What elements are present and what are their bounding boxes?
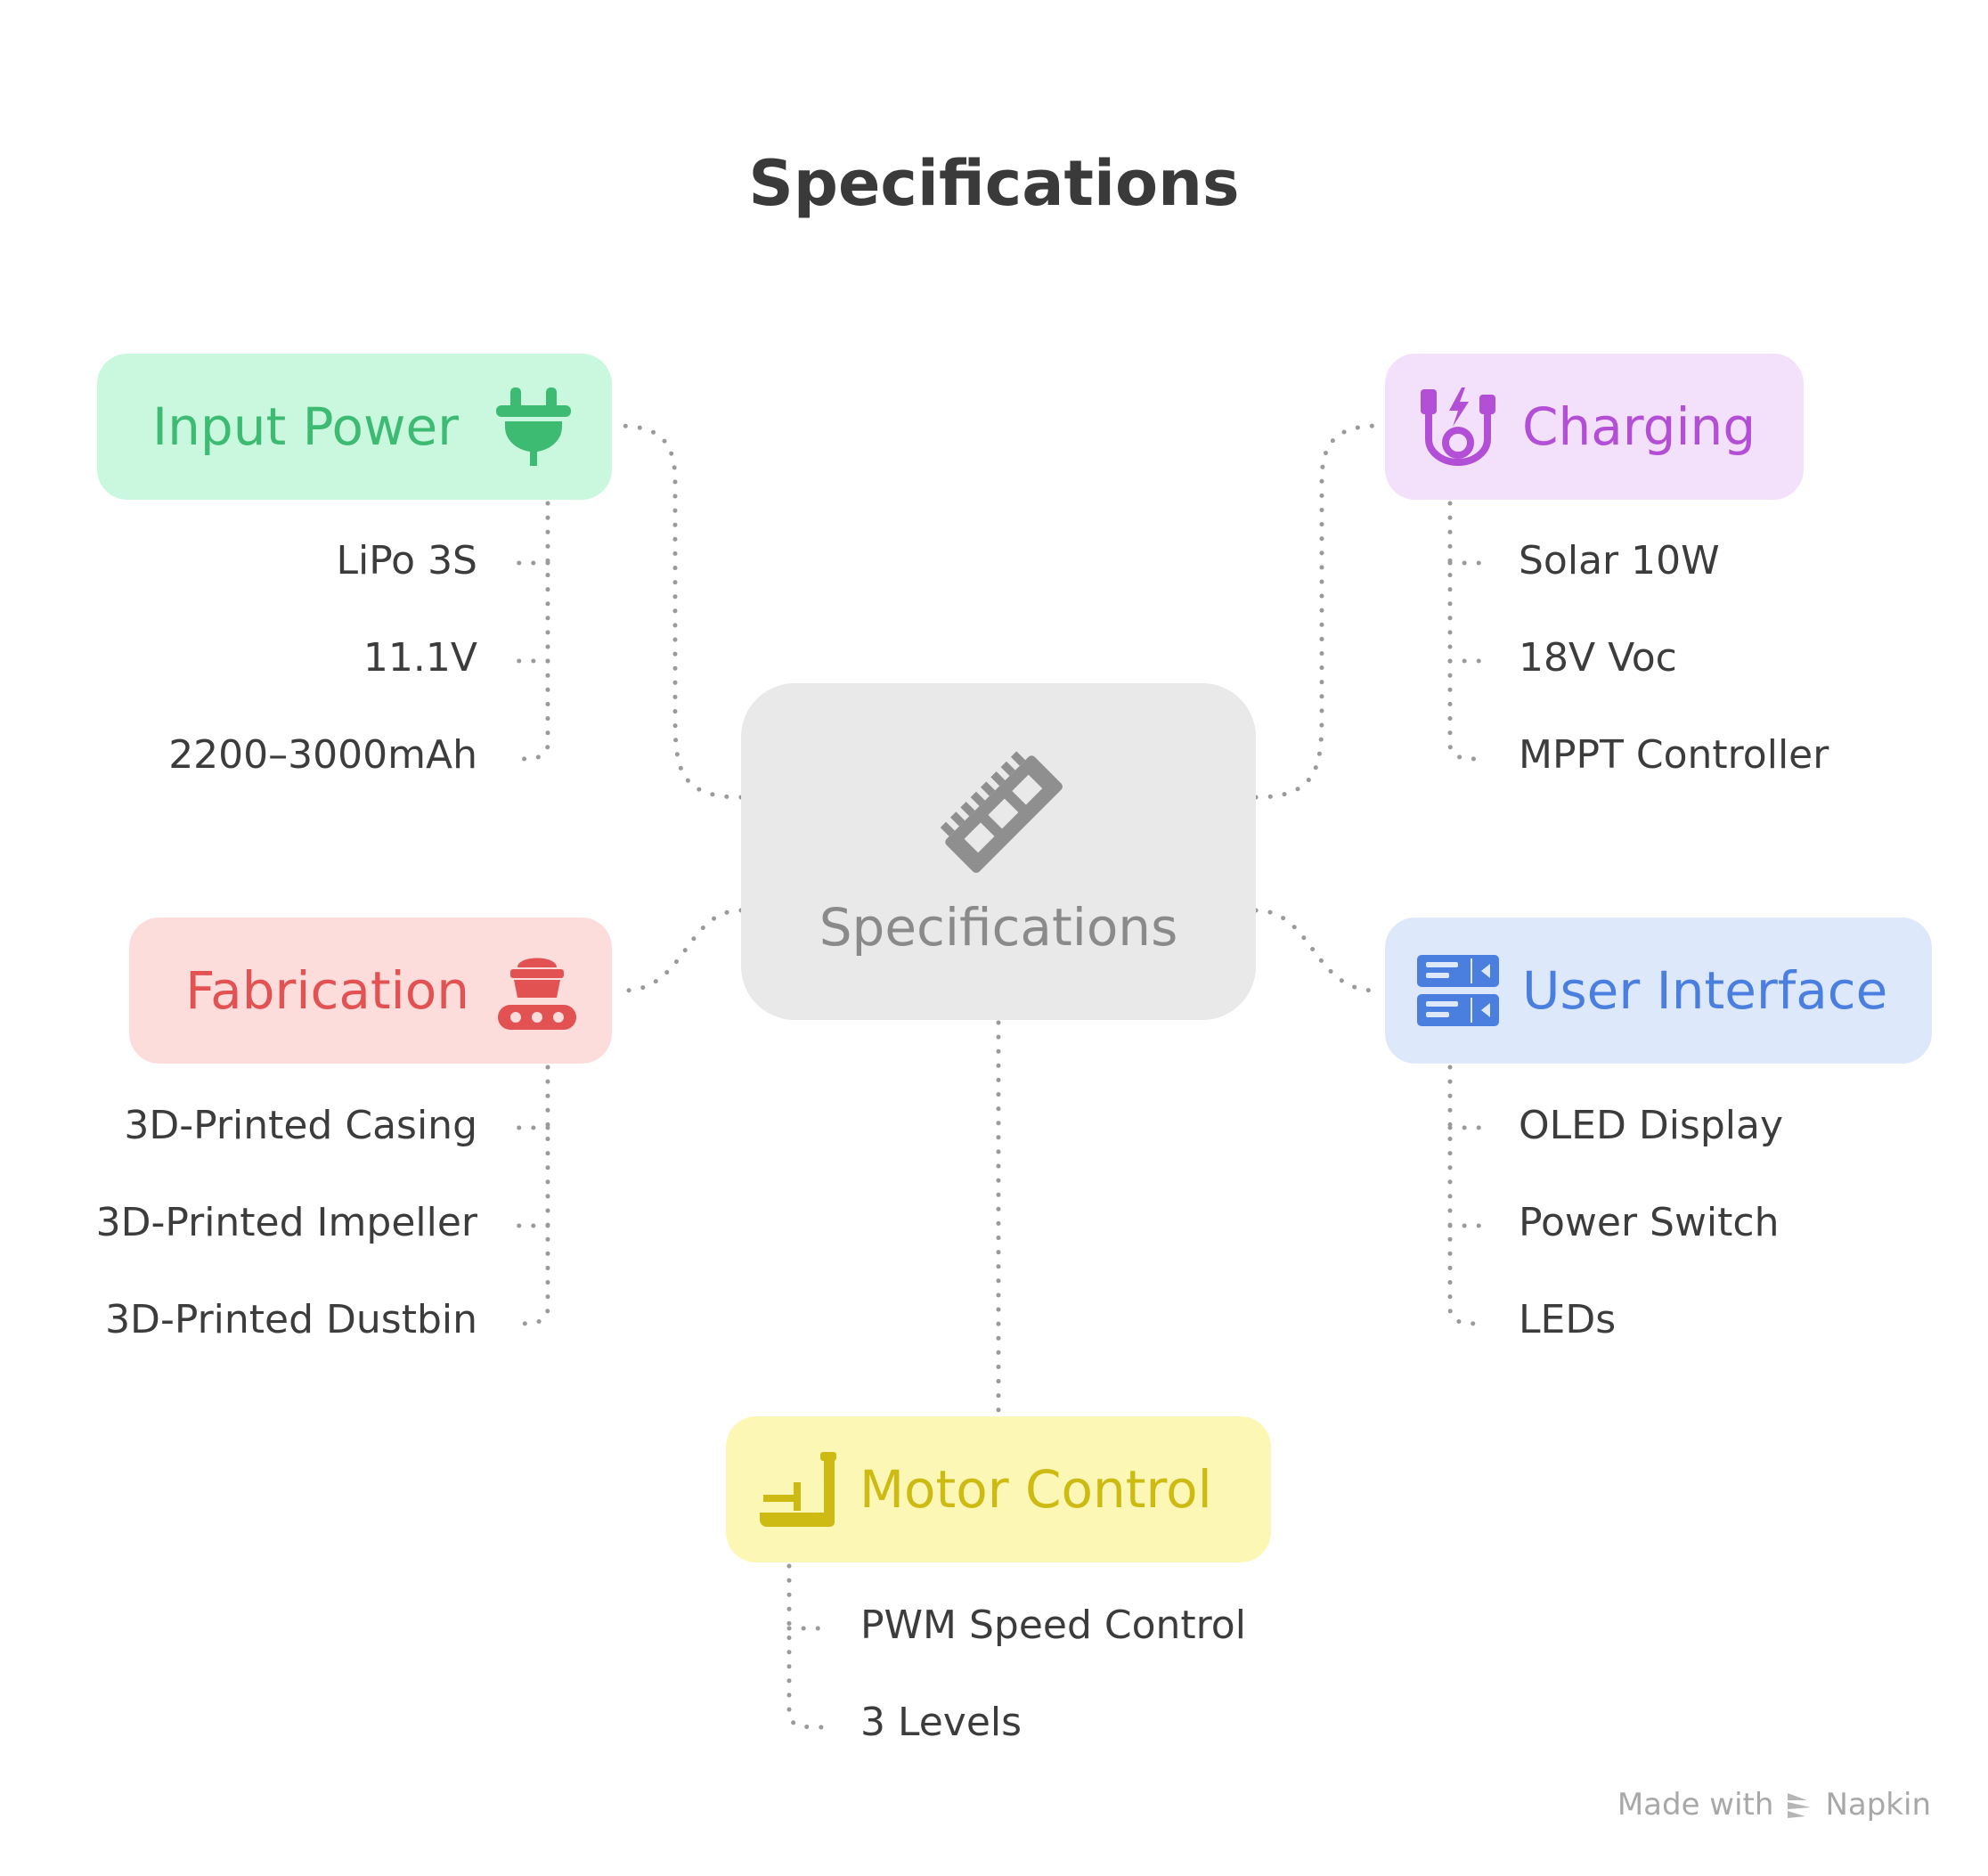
input-power-item: 2200–3000mAh xyxy=(168,732,477,778)
fabrication-label: Fabrication xyxy=(185,960,469,1021)
category-fabrication: Fabrication xyxy=(129,918,612,1064)
center-node: Specifications xyxy=(741,683,1256,1020)
charging-label: Charging xyxy=(1522,396,1756,457)
charging-item: MPPT Controller xyxy=(1519,732,1829,778)
input-power-item: 11.1V xyxy=(363,635,477,681)
user-interface-item: OLED Display xyxy=(1519,1103,1783,1148)
fabrication-item: 3D-Printed Impeller xyxy=(95,1200,477,1245)
napkin-brand-text: Napkin xyxy=(1825,1787,1931,1823)
page-title: Specifications xyxy=(748,147,1240,220)
input-power-item: LiPo 3S xyxy=(336,538,477,583)
motor-control-item: 3 Levels xyxy=(860,1700,1023,1745)
user-interface-item: Power Switch xyxy=(1519,1200,1780,1245)
server-panel-icon xyxy=(1417,955,1499,1026)
charging-item: Solar 10W xyxy=(1519,538,1720,583)
conveyor-icon xyxy=(498,958,576,1030)
motor-control-label: Motor Control xyxy=(860,1459,1212,1520)
category-input-power: Input Power xyxy=(97,354,612,500)
charging-cable-icon xyxy=(1421,387,1495,466)
motor-control-item: PWM Speed Control xyxy=(860,1603,1246,1648)
user-interface-item: LEDs xyxy=(1519,1297,1617,1342)
fabrication-item: 3D-Printed Dustbin xyxy=(105,1297,477,1342)
treadmill-icon xyxy=(760,1452,836,1527)
fabrication-item: 3D-Printed Casing xyxy=(124,1103,477,1148)
napkin-logo-icon xyxy=(1788,1793,1812,1818)
input-power-label: Input Power xyxy=(152,396,459,457)
category-motor-control: Motor Control xyxy=(726,1416,1271,1562)
category-user-interface: User Interface xyxy=(1385,918,1932,1064)
charging-item: 18V Voc xyxy=(1519,635,1677,681)
plug-icon xyxy=(496,387,571,466)
category-charging: Charging xyxy=(1385,354,1804,500)
center-label: Specifications xyxy=(819,897,1178,958)
user-interface-label: User Interface xyxy=(1522,960,1888,1021)
memory-module-icon xyxy=(940,751,1063,873)
footer-attribution: Made with Napkin xyxy=(1617,1787,1931,1823)
made-with-text: Made with xyxy=(1617,1787,1774,1823)
